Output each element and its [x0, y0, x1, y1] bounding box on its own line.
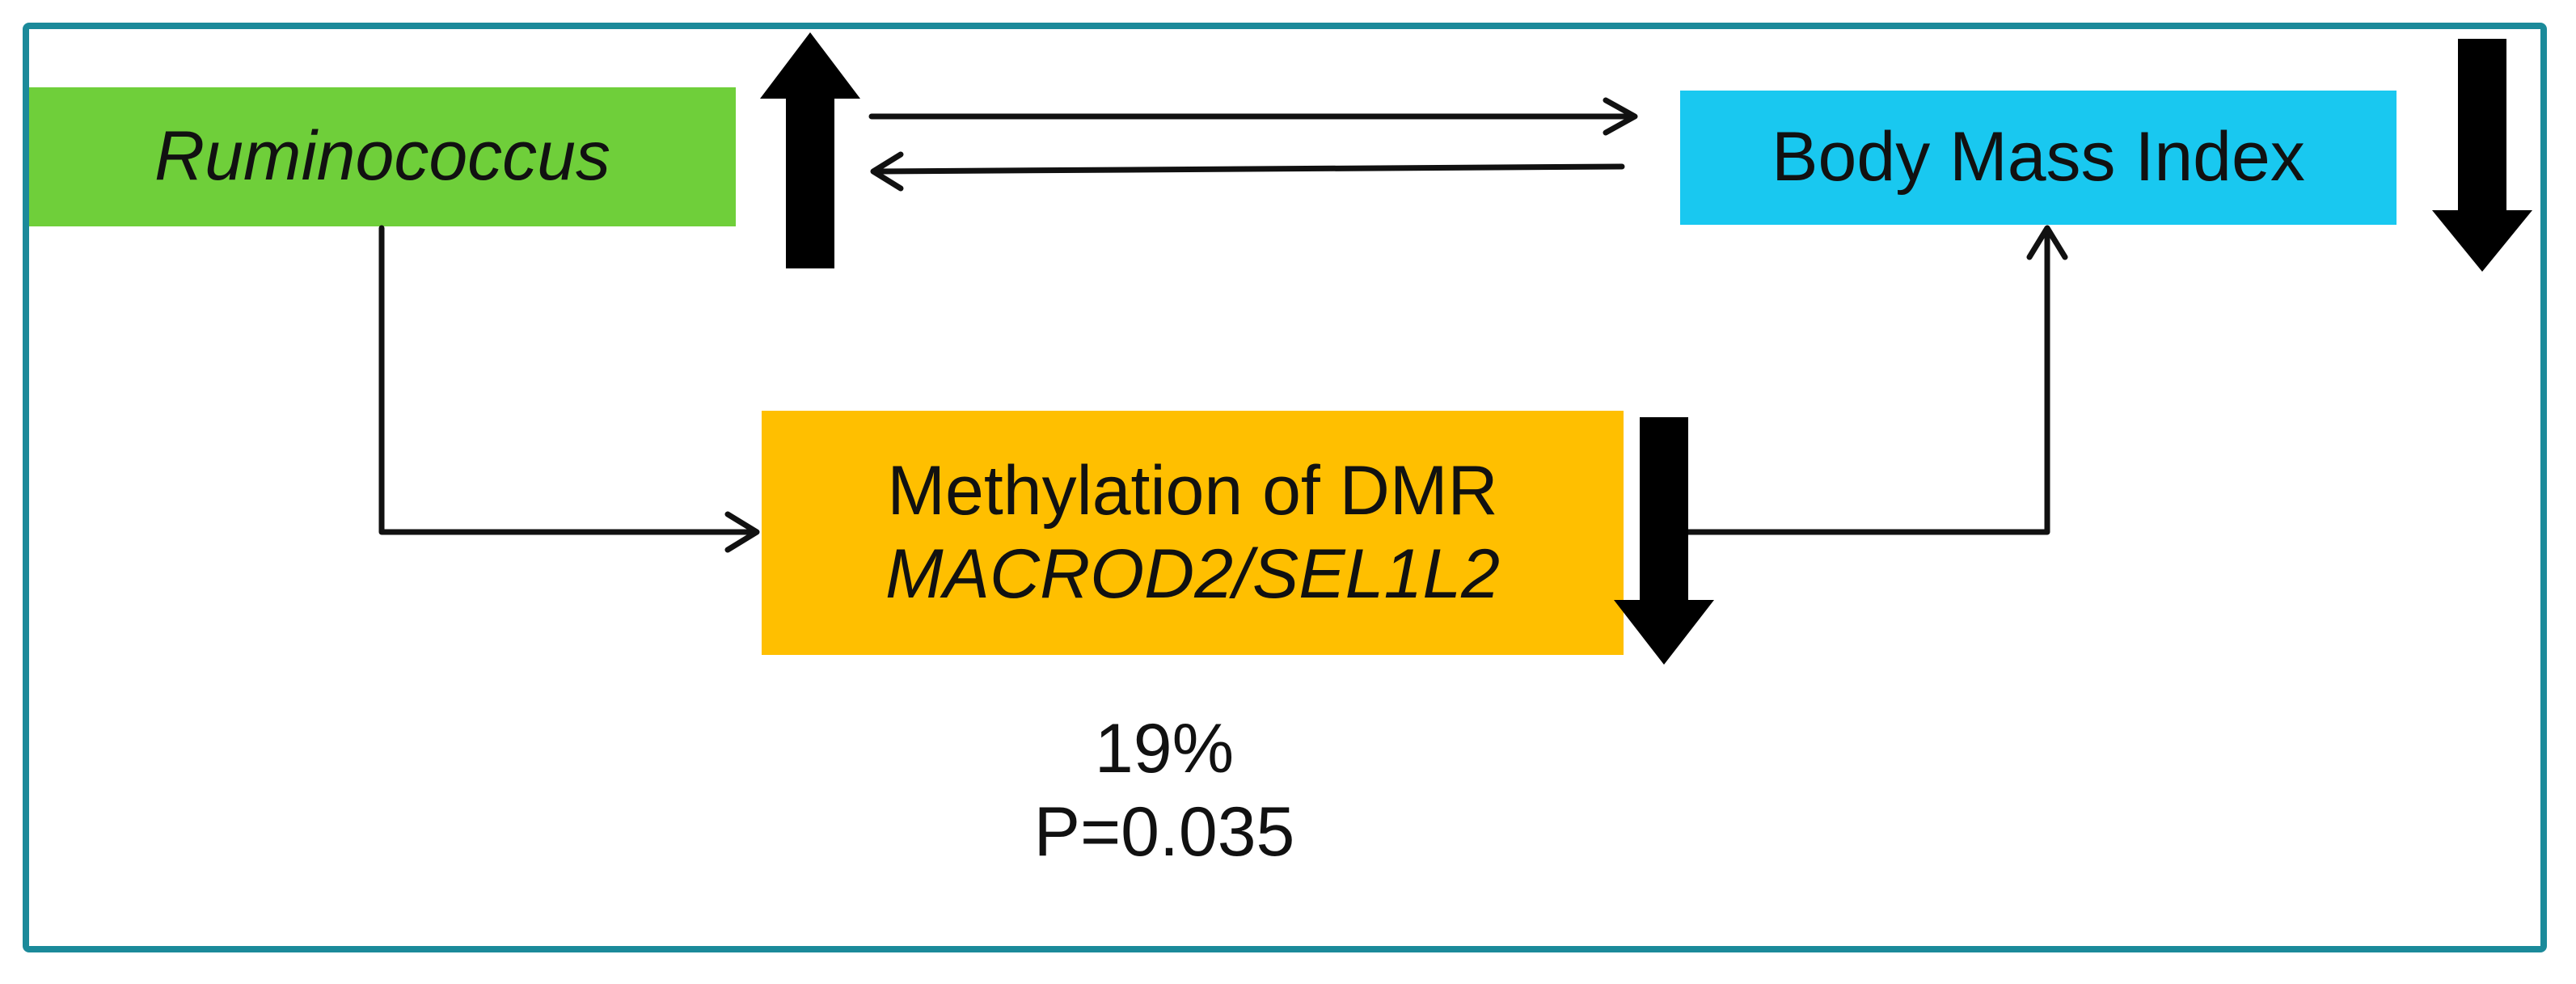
increase-arrow-icon — [760, 32, 860, 268]
mediation-stats: 19% P=0.035 — [922, 707, 1407, 874]
methylation-label-line1: Methylation of DMR — [887, 451, 1498, 530]
decrease-arrow-icon — [2432, 39, 2532, 272]
methylation-label-line2: MACROD2/SEL1L2 — [885, 535, 1500, 613]
ruminococcus-box-bg — [29, 87, 736, 226]
decrease-arrow-icon — [1614, 417, 1714, 665]
arrow-methylation-to-bmi — [1685, 225, 2068, 535]
methylation-node: Methylation of DMR MACROD2/SEL1L2 — [762, 411, 1624, 655]
bmi-label: Body Mass Index — [1772, 118, 2305, 196]
ruminococcus-node: Ruminococcus — [29, 87, 736, 226]
ruminococcus-label: Ruminococcus — [154, 117, 610, 196]
bmi-node: Body Mass Index — [1680, 91, 2397, 225]
arrow-ruminococcus-to-bmi — [868, 97, 1638, 136]
mediation-p-value: P=0.035 — [1033, 793, 1295, 872]
methylation-box-bg — [762, 411, 1624, 655]
mediation-percent: 19% — [1094, 710, 1235, 788]
arrow-bmi-to-ruminococcus — [870, 151, 1625, 192]
arrow-ruminococcus-to-methylation — [378, 225, 760, 553]
bmi-box-bg — [1680, 91, 2397, 225]
